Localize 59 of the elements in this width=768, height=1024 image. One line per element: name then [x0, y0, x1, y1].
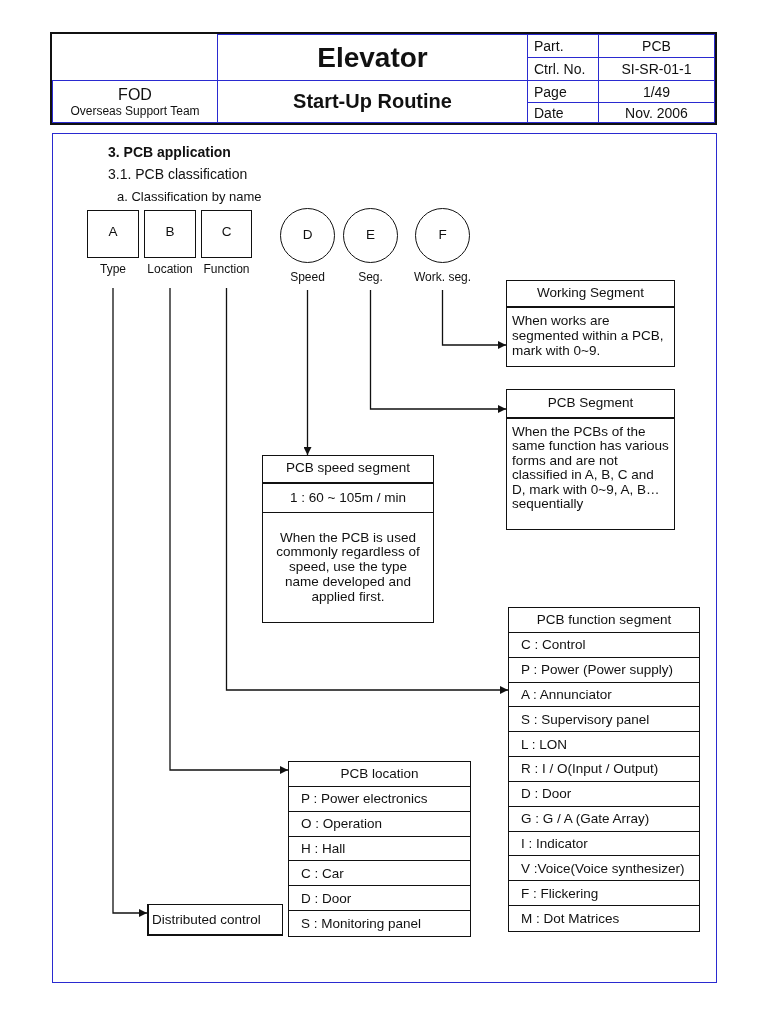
- code-entry: C : Control: [509, 632, 699, 658]
- connector-arrow: [112, 287, 148, 917]
- code-entry: A : Annunciator: [509, 682, 699, 708]
- table-heading: PCB location: [289, 762, 470, 787]
- label-box: Distributed control: [147, 904, 283, 936]
- segment-card: [262, 455, 434, 623]
- code-entry: P : Power electronics: [289, 786, 470, 812]
- connector-arrow: [169, 287, 289, 774]
- connector-arrow: [441, 289, 507, 349]
- description-text: When works are segmented within a PCB, mark with 0~9.: [511, 312, 665, 360]
- code-entry: D : Door: [289, 886, 470, 912]
- letter-box: B: [144, 210, 196, 258]
- table-heading: Working Segment: [507, 281, 674, 309]
- description-text: 1 : 60 ~ 105m / min: [263, 483, 433, 514]
- connector-arrow: [225, 287, 509, 694]
- paragraph-label: a. Classification by name: [117, 189, 262, 204]
- code-entry: I : Indicator: [509, 831, 699, 857]
- section-heading: 3. PCB application: [108, 144, 231, 160]
- code-entry: O : Operation: [289, 811, 470, 837]
- code-entry: M : Dot Matrices: [520, 910, 621, 929]
- connector-arrow: [303, 289, 312, 456]
- subsection-heading: 3.1. PCB classification: [108, 166, 248, 182]
- table-heading: PCB Segment: [507, 390, 674, 419]
- table-heading: PCB speed segment: [263, 456, 433, 484]
- department-name: FOD: [118, 85, 152, 104]
- letter-circle: D: [280, 208, 335, 263]
- code-entry: V :Voice(Voice synthesizer): [509, 856, 699, 882]
- letter-circle: E: [343, 208, 398, 263]
- code-entry: H : Hall: [289, 836, 470, 862]
- document-title: Elevator: [217, 34, 528, 81]
- code-table: [508, 607, 700, 932]
- code-entry: P : Power (Power supply): [509, 657, 699, 683]
- code-entry: R : I / O(Input / Output): [509, 757, 699, 782]
- caption-label: Function: [203, 262, 250, 276]
- letter-circle: F: [415, 208, 470, 263]
- code-entry: S : Monitoring panel: [300, 915, 423, 934]
- caption-label: Work. seg.: [413, 270, 472, 284]
- caption-label: Seg.: [358, 270, 383, 284]
- code-entry: D : Door: [509, 781, 699, 807]
- field-value: PCB: [598, 34, 715, 58]
- code-table: [288, 761, 471, 937]
- field-value: Nov. 2006: [598, 102, 715, 123]
- caption-label: Type: [100, 262, 126, 276]
- connector-arrow: [369, 289, 507, 413]
- table-heading: PCB function segment: [509, 608, 699, 633]
- segment-card: [506, 389, 675, 530]
- description-text: When the PCB is used commonly regardless of speed, use the type name developed and applied first.: [275, 528, 421, 606]
- caption-label: Speed: [290, 270, 325, 284]
- code-entry: L : LON: [509, 732, 699, 758]
- letter-box: C: [201, 210, 252, 258]
- code-entry: G : G / A (Gate Array): [509, 806, 699, 832]
- description-text: When the PCBs of the same function has various forms and are not classified in A, B, C and D, mark with 0~9, A, B… sequentially: [511, 422, 670, 514]
- letter-box: A: [87, 210, 139, 258]
- code-entry: S : Supervisory panel: [509, 707, 699, 733]
- segment-card: [506, 280, 675, 367]
- team-name: Overseas Support Team: [70, 103, 200, 118]
- code-entry: F : Flickering: [509, 881, 699, 907]
- caption-label: Location: [147, 262, 193, 276]
- code-entry: C : Car: [289, 861, 470, 887]
